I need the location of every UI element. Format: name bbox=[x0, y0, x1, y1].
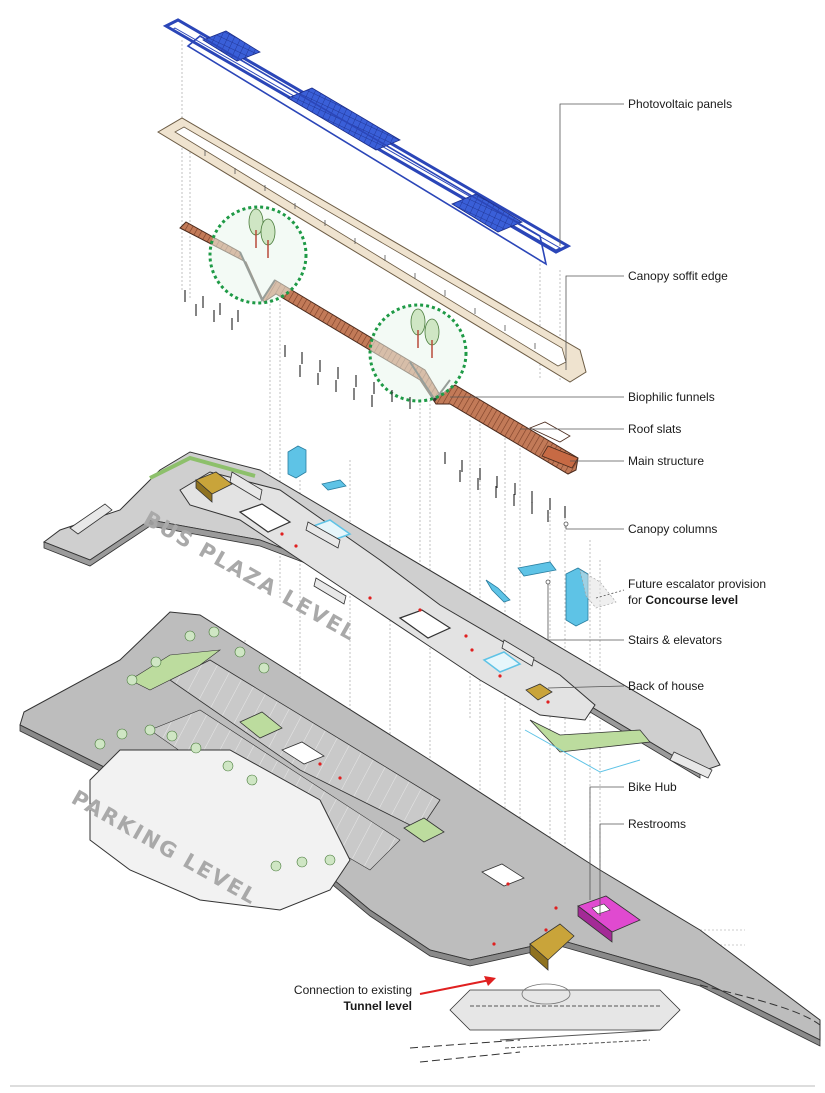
label-connection-line2: Tunnel level bbox=[344, 999, 412, 1013]
label-future-escalator-line2: for Concourse level bbox=[628, 593, 738, 607]
bus-icon bbox=[305, 521, 341, 549]
callout-labels: Photovoltaic panels Canopy soffit edge B… bbox=[294, 97, 766, 1013]
label-roof-slats: Roof slats bbox=[628, 422, 681, 436]
bus-icon bbox=[501, 639, 535, 667]
bus-icon bbox=[69, 503, 113, 535]
pv-panel-3 bbox=[451, 193, 523, 233]
biophilic-circle-2 bbox=[368, 303, 468, 403]
pv-panel-1 bbox=[202, 30, 261, 62]
label-connection-line1: Connection to existing bbox=[294, 983, 412, 997]
escalator-block bbox=[565, 567, 589, 627]
biophilic-circle-1 bbox=[208, 205, 308, 305]
label-stairs-elevators: Stairs & elevators bbox=[628, 633, 722, 647]
label-future-escalator-line1: Future escalator provision bbox=[628, 577, 766, 591]
bus-icon bbox=[229, 471, 263, 501]
bus-plaza-level bbox=[42, 445, 721, 779]
label-biophilic-funnels: Biophilic funnels bbox=[628, 390, 715, 404]
canopy-soffit-layer bbox=[157, 117, 587, 383]
bus-icon bbox=[669, 751, 713, 779]
tree-icon bbox=[248, 208, 276, 258]
label-restrooms: Restrooms bbox=[628, 817, 686, 831]
label-photovoltaic-panels: Photovoltaic panels bbox=[628, 97, 732, 111]
tree-icon bbox=[410, 308, 440, 358]
tunnel-connection-arrow bbox=[419, 976, 496, 995]
label-canopy-columns: Canopy columns bbox=[628, 522, 717, 536]
bus-icon bbox=[313, 577, 347, 605]
elevator-block bbox=[287, 445, 307, 479]
leader-lines bbox=[450, 103, 625, 916]
parking-level bbox=[19, 611, 821, 1063]
label-canopy-soffit-edge: Canopy soffit edge bbox=[628, 269, 728, 283]
biophilic-funnels bbox=[208, 205, 468, 403]
parking-trees bbox=[94, 626, 336, 872]
canopy-columns bbox=[184, 290, 566, 522]
label-bike-hub: Bike Hub bbox=[628, 780, 677, 794]
label-main-structure: Main structure bbox=[628, 454, 704, 468]
photovoltaic-layer bbox=[162, 18, 572, 266]
label-back-of-house: Back of house bbox=[628, 679, 704, 693]
